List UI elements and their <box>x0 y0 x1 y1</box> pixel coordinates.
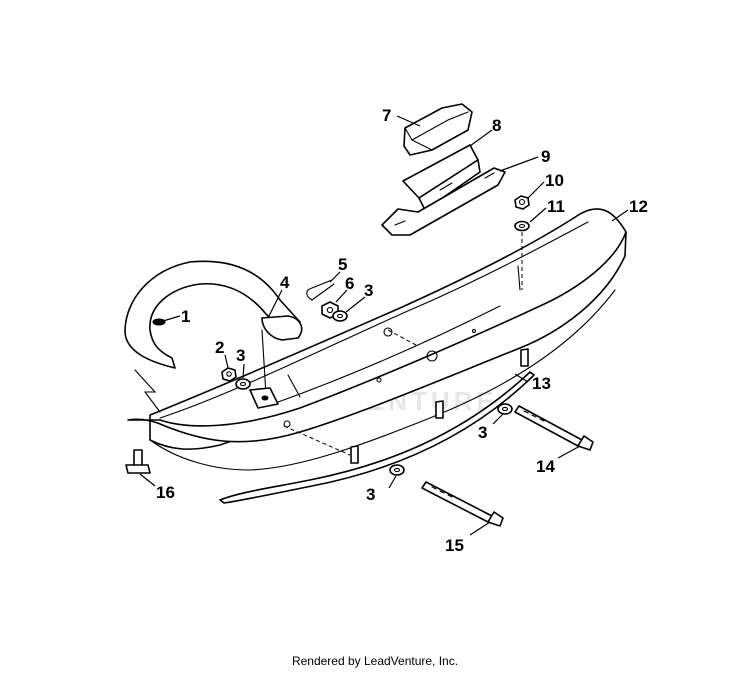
part-1-handle <box>124 260 303 413</box>
callout-11: 11 <box>547 197 565 216</box>
part-3-washer-right <box>497 403 513 415</box>
part-15-bolt <box>421 481 504 527</box>
part-11-washer <box>514 220 530 232</box>
callout-10: 10 <box>545 171 564 190</box>
callout-14: 14 <box>536 457 555 476</box>
callout-2: 2 <box>215 338 224 357</box>
callout-16: 16 <box>156 483 175 502</box>
callout-13: 13 <box>532 374 551 393</box>
part-10-nut <box>514 195 530 210</box>
part-3-washer-upper <box>332 310 348 322</box>
callout-6: 6 <box>345 274 354 293</box>
part-7-pad <box>403 103 473 156</box>
part-13-wear-bar <box>219 348 535 504</box>
leader-lines <box>139 115 629 536</box>
callout-9: 9 <box>541 147 550 166</box>
part-5-cotter-pin <box>306 279 335 301</box>
part-16-bolt <box>125 449 151 474</box>
part-8-bracket <box>402 144 481 211</box>
part-3-washer-left <box>235 378 251 390</box>
callout-5: 5 <box>338 255 347 274</box>
callout-4: 4 <box>280 273 290 292</box>
footer-credit: Rendered by LeadVenture, Inc. <box>291 654 459 668</box>
callout-12: 12 <box>629 197 648 216</box>
part-3-washer-lower <box>389 464 405 476</box>
part-4-bracket-arm <box>249 329 279 409</box>
callout-3a: 3 <box>236 346 245 365</box>
callout-7: 7 <box>382 106 391 125</box>
callout-15: 15 <box>445 536 464 555</box>
part-14-bolt <box>514 405 594 451</box>
callout-3c: 3 <box>478 423 487 442</box>
callout-3b: 3 <box>364 281 373 300</box>
callout-3d: 3 <box>366 485 375 504</box>
part-9-plate <box>381 167 506 236</box>
callout-1: 1 <box>181 307 190 326</box>
part-2-nut <box>221 367 237 382</box>
callout-8: 8 <box>492 116 501 135</box>
